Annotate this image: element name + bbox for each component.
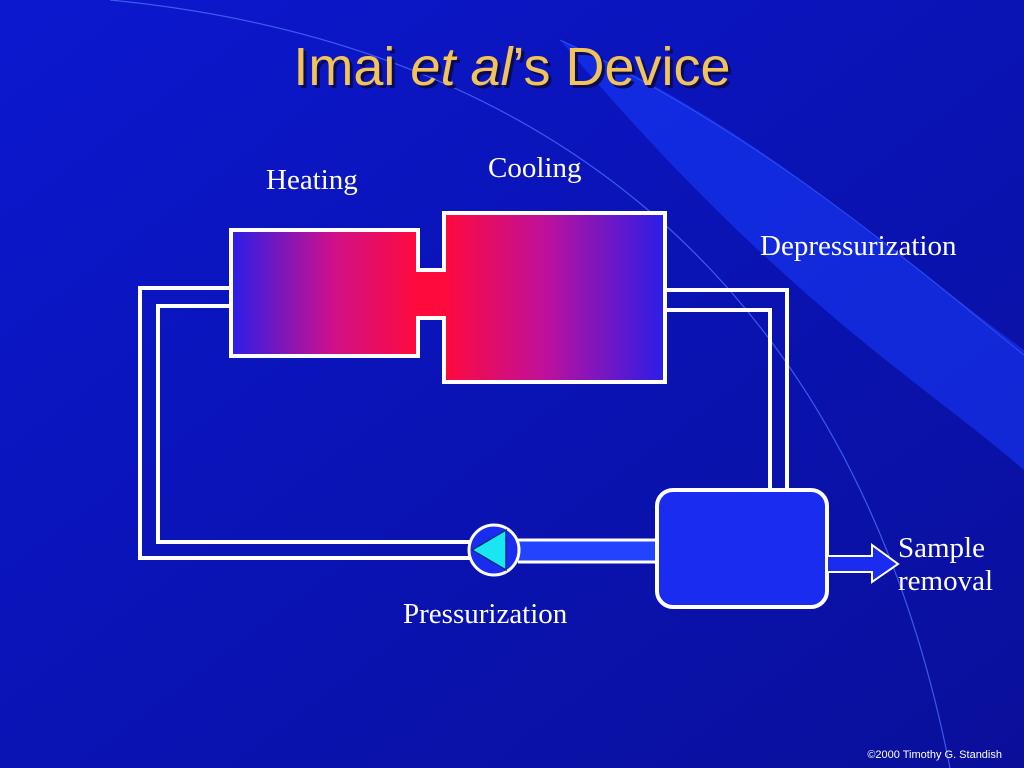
slide-title: Imai et al’s Device <box>0 36 1024 98</box>
title-part-1: Imai <box>293 37 411 97</box>
background-swoosh <box>560 40 1024 470</box>
flow-segment <box>518 540 658 562</box>
pressurization-label: Pressurization <box>403 598 568 630</box>
depressurization-label: Depressurization <box>760 230 957 262</box>
title-part-2: ’s Device <box>512 37 731 97</box>
sample-label-line-2: removal <box>898 565 994 598</box>
copyright-footer: ©2000 Timothy G. Standish <box>867 749 1002 761</box>
pump-triangle-icon <box>470 528 507 572</box>
pipe-loop <box>138 286 789 560</box>
title-italic: et al <box>410 37 513 97</box>
cooling-label: Cooling <box>488 152 582 184</box>
sample-removal-label: Sample removal <box>898 532 993 599</box>
sample-vessel <box>655 488 829 609</box>
sample-label-line-1: Sample <box>898 532 985 564</box>
cooling-chamber <box>442 211 667 384</box>
background-curve-line-2 <box>559 39 1024 356</box>
heating-label: Heating <box>266 164 358 196</box>
sample-removal-arrow <box>826 543 900 584</box>
heating-chamber <box>229 228 420 358</box>
